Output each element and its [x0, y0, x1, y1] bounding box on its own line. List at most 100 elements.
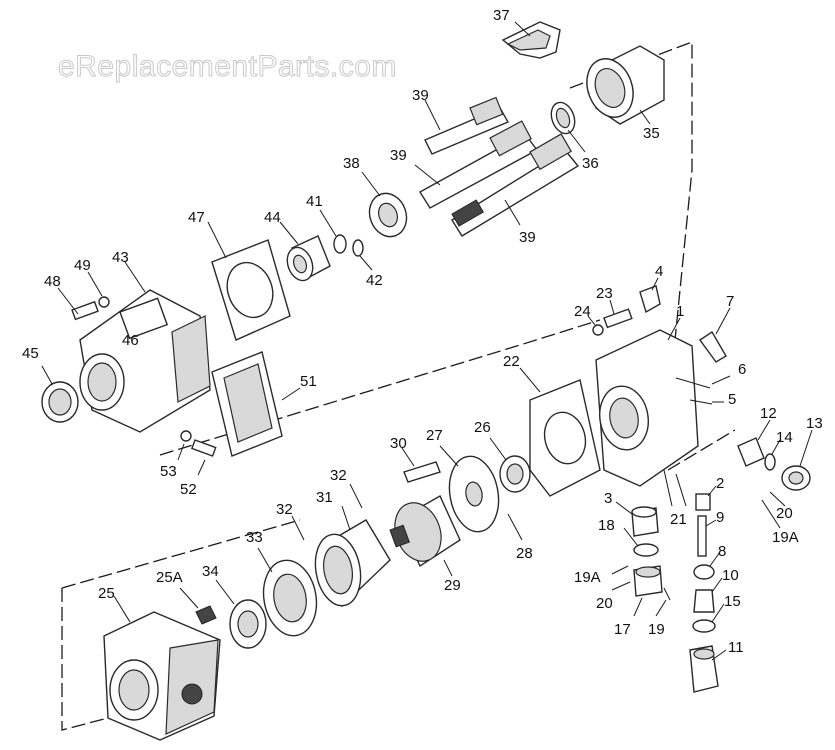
- label-35: 35: [643, 125, 660, 142]
- label-3: 3: [604, 490, 612, 507]
- label-18: 18: [598, 517, 615, 534]
- label-17: 17: [614, 621, 631, 638]
- label-11: 11: [728, 639, 744, 656]
- label-29: 29: [444, 577, 461, 594]
- watermark: eReplacementParts.com: [58, 50, 397, 83]
- part-21-pin: [663, 469, 687, 507]
- label-32-left: 32: [276, 501, 293, 518]
- part-12-bushing: [737, 419, 771, 467]
- label-20-left: 20: [596, 595, 613, 612]
- label-39-mid: 39: [390, 147, 407, 164]
- part-45-seal: [41, 365, 79, 423]
- part-20-pin-right: [769, 491, 786, 507]
- label-19: 19: [648, 621, 665, 638]
- label-34: 34: [202, 563, 219, 580]
- label-2: 2: [716, 475, 724, 492]
- label-39-bottom: 39: [519, 229, 536, 246]
- part-28-pin: [507, 513, 523, 541]
- part-32-pin-left: [291, 515, 305, 541]
- label-37: 37: [493, 7, 510, 24]
- part-24-washer: [587, 315, 604, 336]
- part-29-rotor: [389, 495, 461, 577]
- part-26-bearing: [489, 437, 531, 493]
- part-39-shaft-top: [424, 96, 509, 155]
- label-27: 27: [426, 427, 443, 444]
- label-41: 41: [306, 193, 323, 210]
- part-44-bushing: [279, 221, 331, 282]
- part-49-washer: [87, 271, 110, 308]
- label-19a-left: 19A: [574, 569, 601, 586]
- part-6-pin: [675, 375, 731, 389]
- part-17-valve-body: [633, 565, 663, 617]
- label-10: 10: [722, 567, 739, 584]
- part-7-key: [699, 307, 731, 363]
- label-47: 47: [188, 209, 205, 226]
- part-11-fitting: [689, 645, 727, 693]
- part-5-pin: [689, 399, 724, 405]
- part-19a-pin-left: [611, 565, 629, 575]
- part-35-sleeve: [586, 45, 665, 125]
- label-31: 31: [316, 489, 333, 506]
- part-32-pin-right: [349, 483, 363, 509]
- label-42: 42: [366, 272, 383, 289]
- label-44: 44: [264, 209, 281, 226]
- part-51-plate: [211, 351, 301, 457]
- part-number-labels: 37 35 36 39 39 39 38 41 42 44 47 43 48 4…: [22, 7, 823, 656]
- label-20-right: 20: [776, 505, 793, 522]
- part-41-ring: [319, 209, 347, 254]
- part-3-valve: [615, 501, 659, 537]
- part-25-gear-case: [103, 595, 221, 741]
- part-43-housing: [79, 261, 211, 433]
- label-30: 30: [390, 435, 407, 452]
- label-4: 4: [655, 263, 663, 280]
- part-13-fitting: [781, 429, 813, 491]
- label-39-top: 39: [412, 87, 429, 104]
- part-2-bushing: [695, 485, 717, 511]
- label-46: 46: [122, 332, 139, 349]
- label-8: 8: [718, 543, 726, 560]
- label-12: 12: [760, 405, 777, 422]
- label-32-right: 32: [330, 467, 347, 484]
- part-38-collar: [361, 171, 408, 238]
- part-25a-plug: [179, 587, 217, 625]
- part-19-pin: [655, 587, 671, 617]
- label-19a-right: 19A: [772, 529, 799, 546]
- label-45: 45: [22, 345, 39, 362]
- part-52-screw: [191, 439, 217, 476]
- part-53-washer: [177, 430, 192, 461]
- part-33-end-plate: [257, 547, 318, 637]
- part-31-cylinder: [314, 505, 391, 608]
- label-22: 22: [503, 353, 520, 370]
- label-26: 26: [474, 419, 491, 436]
- part-15-ring: [692, 603, 725, 633]
- label-53: 53: [160, 463, 177, 480]
- part-19a-pin-right: [761, 499, 781, 529]
- label-15: 15: [724, 593, 741, 610]
- label-43: 43: [112, 249, 129, 266]
- part-48-screw: [57, 287, 99, 321]
- part-4-clip: [639, 277, 661, 314]
- part-42-ring: [352, 239, 373, 271]
- part-36-ring: [550, 101, 586, 153]
- label-21: 21: [670, 511, 687, 528]
- part-34-bearing: [215, 579, 267, 649]
- part-30-blade: [401, 447, 441, 483]
- label-28: 28: [516, 545, 533, 562]
- part-9-rod: [697, 515, 717, 557]
- label-25: 25: [98, 585, 115, 602]
- label-49: 49: [74, 257, 91, 274]
- part-23-screw: [603, 299, 633, 329]
- part-10-spring: [693, 577, 723, 613]
- label-36: 36: [582, 155, 599, 172]
- label-13: 13: [806, 415, 823, 432]
- part-39-shaft-bottom: [451, 133, 580, 237]
- label-33: 33: [246, 529, 263, 546]
- label-48: 48: [44, 273, 61, 290]
- part-22-gasket: [519, 367, 601, 497]
- label-38: 38: [343, 155, 360, 172]
- part-8-ring: [693, 551, 721, 580]
- part-47-gasket: [207, 221, 291, 341]
- label-9: 9: [716, 509, 724, 526]
- part-14-ring: [764, 439, 781, 471]
